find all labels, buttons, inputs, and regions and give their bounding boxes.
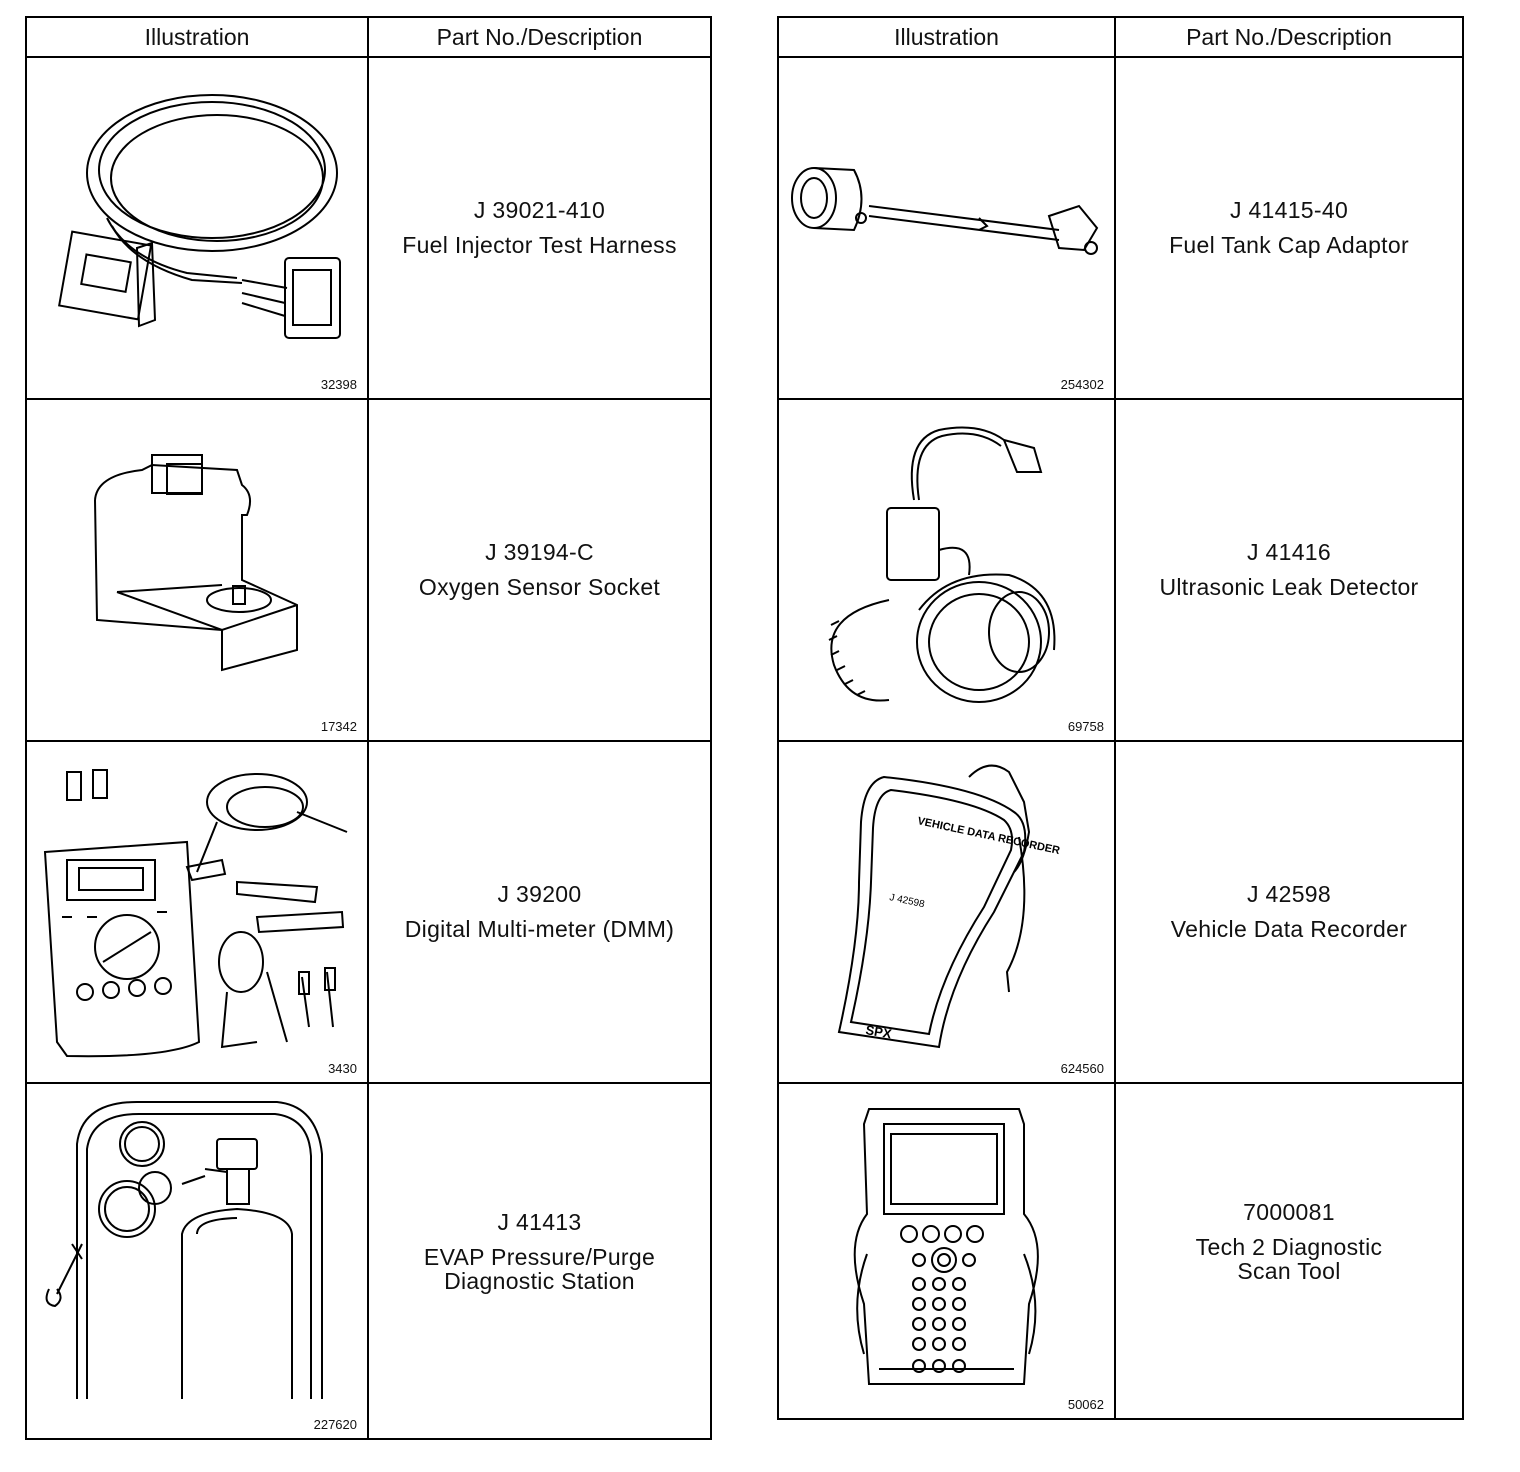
wiring-harness-icon xyxy=(27,58,367,398)
figure-number: 17342 xyxy=(320,719,357,734)
right-tools-table: Illustration Part No./Description 254302… xyxy=(777,16,1464,1420)
multimeter-icon xyxy=(27,742,367,1082)
part-description: Ultrasonic Leak Detector xyxy=(1159,574,1419,600)
part-description-cell: J 39200 Digital Multi-meter (DMM) xyxy=(367,740,712,1084)
illustration-cell: 254302 xyxy=(777,56,1116,400)
figure-number: 624560 xyxy=(1060,1061,1104,1076)
part-description-cell: J 39021-410 Fuel Injector Test Harness xyxy=(367,56,712,400)
part-description: Fuel Tank Cap Adaptor xyxy=(1169,232,1409,258)
part-number: J 39194-C xyxy=(485,539,594,566)
part-description: Fuel Injector Test Harness xyxy=(402,232,677,258)
part-description: EVAP Pressure/Purge Diagnostic Station xyxy=(423,1243,656,1295)
part-description: Vehicle Data Recorder xyxy=(1170,916,1408,942)
part-description-cell: 7000081 Tech 2 Diagnostic Scan Tool xyxy=(1114,1082,1464,1420)
recorder-title-label: VEHICLE DATA RECORDER xyxy=(916,815,1061,857)
table-row: 69758 J 41416 Ultrasonic Leak Detector xyxy=(777,398,1464,742)
part-number: J 41413 xyxy=(497,1209,582,1236)
part-number: J 39021-410 xyxy=(473,197,606,224)
part-description-header: Part No./Description xyxy=(367,16,712,58)
recorder-part-label: J 42598 xyxy=(888,892,926,910)
recorder-brand-logo: SPX xyxy=(864,1022,893,1041)
part-description-cell: J 41415-40 Fuel Tank Cap Adaptor xyxy=(1114,56,1464,400)
illustration-cell: 227620 xyxy=(25,1082,369,1440)
illustration-cell: 3430 xyxy=(25,740,369,1084)
illustration-header: Illustration xyxy=(777,16,1116,58)
illustration-cell: VEHICLE DATA RECORDER J 42598 SPX 624560 xyxy=(777,740,1116,1084)
left-tools-table: Illustration Part No./Description 32398 … xyxy=(25,16,712,1440)
table-row: VEHICLE DATA RECORDER J 42598 SPX 624560… xyxy=(777,740,1464,1084)
part-number: J 41415-40 xyxy=(1229,197,1349,224)
figure-number: 3430 xyxy=(328,1061,357,1076)
data-recorder-icon: VEHICLE DATA RECORDER J 42598 SPX xyxy=(779,742,1061,1082)
illustration-cell: 17342 xyxy=(25,398,369,742)
figure-number: 32398 xyxy=(320,377,357,392)
table-row: 17342 J 39194-C Oxygen Sensor Socket xyxy=(25,398,712,742)
part-description-cell: J 42598 Vehicle Data Recorder xyxy=(1114,740,1464,1084)
gas-cylinder-cart-icon xyxy=(27,1084,367,1436)
part-number: J 41416 xyxy=(1247,539,1331,566)
figure-number: 254302 xyxy=(1060,377,1104,392)
table-row: 32398 J 39021-410 Fuel Injector Test Har… xyxy=(25,56,712,400)
cap-adaptor-icon xyxy=(779,58,1114,398)
figure-number: 227620 xyxy=(313,1417,357,1432)
table-header-row: Illustration Part No./Description xyxy=(25,16,712,58)
part-description: Tech 2 Diagnostic Scan Tool xyxy=(1195,1233,1383,1285)
part-description: Oxygen Sensor Socket xyxy=(418,574,661,600)
illustration-cell: 50062 xyxy=(777,1082,1116,1420)
part-description-cell: J 39194-C Oxygen Sensor Socket xyxy=(367,398,712,742)
socket-icon xyxy=(27,400,367,740)
part-number: 7000081 xyxy=(1243,1199,1335,1226)
part-description-cell: J 41413 EVAP Pressure/Purge Diagnostic S… xyxy=(367,1082,712,1440)
figure-number: 50062 xyxy=(1067,1397,1104,1412)
scan-tool-icon xyxy=(779,1084,1114,1418)
table-row: 50062 7000081 Tech 2 Diagnostic Scan Too… xyxy=(777,1082,1464,1420)
headphones-detector-icon xyxy=(779,400,1114,740)
part-description-header: Part No./Description xyxy=(1114,16,1464,58)
part-description: Digital Multi-meter (DMM) xyxy=(404,916,675,942)
part-number: J 39200 xyxy=(497,881,582,908)
part-number: J 42598 xyxy=(1247,881,1331,908)
illustration-header: Illustration xyxy=(25,16,369,58)
table-header-row: Illustration Part No./Description xyxy=(777,16,1464,58)
figure-number: 69758 xyxy=(1067,719,1104,734)
table-row: 227620 J 41413 EVAP Pressure/Purge Diagn… xyxy=(25,1082,712,1440)
table-row: 3430 J 39200 Digital Multi-meter (DMM) xyxy=(25,740,712,1084)
table-row: 254302 J 41415-40 Fuel Tank Cap Adaptor xyxy=(777,56,1464,400)
illustration-cell: 32398 xyxy=(25,56,369,400)
part-description-cell: J 41416 Ultrasonic Leak Detector xyxy=(1114,398,1464,742)
illustration-cell: 69758 xyxy=(777,398,1116,742)
